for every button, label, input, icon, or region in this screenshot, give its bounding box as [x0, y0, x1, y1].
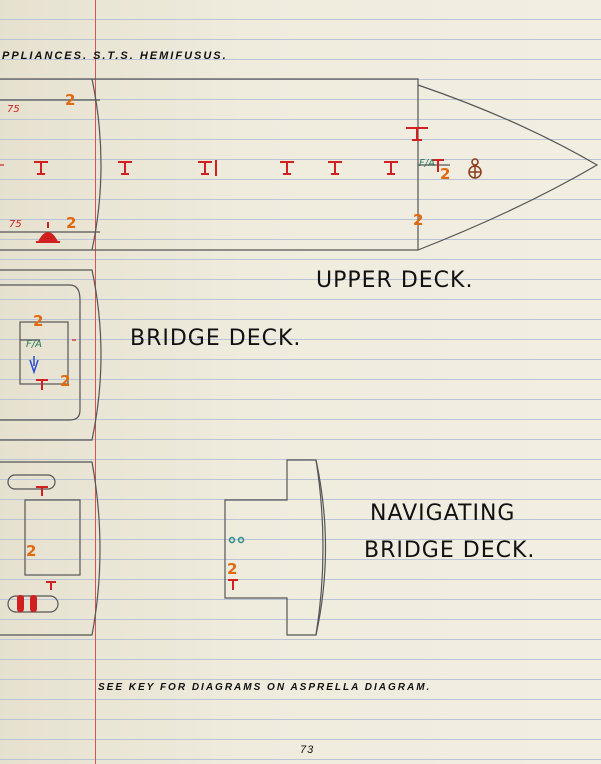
appliance-symbol-7: [406, 127, 428, 141]
mark-2-fore-b: 2: [413, 211, 424, 229]
bridge-deck-outline: [0, 269, 102, 441]
mark-2-fore-a: 2: [440, 165, 451, 183]
appliance-symbol-bridge: [36, 379, 48, 390]
mark-2-nav-a: 2: [26, 542, 37, 560]
margin-line: [95, 0, 96, 764]
appliance-symbol-1: [34, 161, 48, 175]
appliance-symbol-nav-2: [46, 581, 56, 590]
teal-mark-1: [228, 536, 236, 544]
mark-2-nav-b: 2: [227, 560, 238, 578]
blue-figure-mark: [29, 356, 39, 375]
teal-mark-2: [237, 536, 245, 544]
extinguisher-1: [17, 595, 24, 612]
extinguisher-2: [30, 595, 37, 612]
navigating-label: NAVIGATING: [370, 501, 516, 526]
page-number: 73: [300, 744, 315, 756]
mark-fa-upper: F/A: [419, 158, 435, 169]
wheel-symbol: [468, 158, 482, 179]
key-note: SEE KEY FOR DIAGRAMS ON ASPRELLA DIAGRAM…: [98, 682, 432, 693]
bridge-deck-label: BRIDGE DECK.: [130, 326, 302, 351]
nav-deck-left-outline: [0, 461, 101, 636]
appliance-symbol-3: [198, 160, 217, 176]
page-title: PPLIANCES. S.T.S. HEMIFUSUS.: [2, 50, 228, 62]
nav-bridge-outline: [224, 459, 327, 636]
appliance-symbol-nav-1: [36, 486, 48, 496]
mark-2-bridge-b: 2: [60, 372, 71, 390]
mark-75-b: 75: [9, 219, 22, 230]
navigating-bridge-deck-label: BRIDGE DECK.: [364, 538, 536, 563]
upper-deck-outline: [0, 78, 599, 251]
appliance-symbol-8: [432, 159, 444, 172]
upper-deck-label: UPPER DECK.: [316, 268, 474, 293]
appliance-symbol-2: [118, 161, 132, 175]
mark-2-b: 2: [66, 214, 77, 232]
appliance-symbol-4: [280, 161, 294, 175]
appliance-symbol-5: [328, 161, 342, 175]
appliance-symbol-bell: [36, 222, 60, 243]
mark-2-bridge-a: 2: [33, 312, 44, 330]
mark-75-a: 75: [7, 104, 20, 115]
mark-2-a: 2: [65, 91, 76, 109]
appliance-symbol-6: [384, 161, 398, 175]
mark-fa-bridge: F/A: [26, 339, 42, 350]
appliance-symbol-nav-3: [228, 579, 238, 590]
